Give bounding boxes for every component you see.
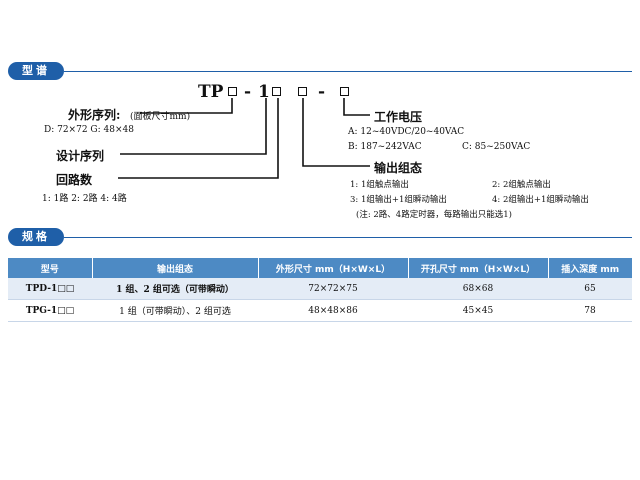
model-digit: 1 <box>258 82 270 102</box>
model-prefix: TP <box>198 82 224 102</box>
section-divider <box>64 71 632 72</box>
placeholder-box-voltage <box>340 87 349 96</box>
table-cell: TPG-1□□ <box>8 299 92 322</box>
voltage-option-b: B: 187~242VAC <box>348 142 422 152</box>
output-label: 输出组态 <box>374 161 423 175</box>
voltage-option-c: C: 85~250VAC <box>462 142 531 152</box>
table-cell: 78 <box>548 299 632 322</box>
table-cell: 68×68 <box>408 278 548 300</box>
table-cell: 1 组、2 组可选（可带瞬动） <box>92 278 258 300</box>
column-header: 型号 <box>8 258 93 278</box>
shape-size-values: D: 72×72 G: 48×48 <box>44 125 134 135</box>
table-cell: 72×72×75 <box>258 278 408 300</box>
table-header-row: 型号 输出组态 外形尺寸 mm（H×W×L） 开孔尺寸 mm（H×W×L） 插入… <box>8 258 632 278</box>
connector-lines <box>118 98 370 179</box>
output-note: (注: 2路、4路定时器，每路输出只能选1) <box>356 210 512 220</box>
voltage-option-a: A: 12~40VDC/20~40VAC <box>348 127 465 137</box>
voltage-label: 工作电压 <box>374 110 423 124</box>
column-header: 开孔尺寸 mm（H×W×L） <box>408 258 549 278</box>
placeholder-box-size <box>228 87 237 96</box>
design-series-label: 设计序列 <box>56 149 105 163</box>
column-header: 外形尺寸 mm（H×W×L） <box>258 258 409 278</box>
section-divider <box>64 237 632 238</box>
output-option-2: 2: 2组触点输出 <box>492 180 551 190</box>
output-option-4: 4: 2组输出+1组瞬动输出 <box>492 195 589 205</box>
table-cell: 65 <box>548 278 632 300</box>
table-cell: TPD-1□□ <box>8 278 92 300</box>
shape-size-label: 外形序列: <box>68 108 121 122</box>
circuit-count-label: 回路数 <box>56 173 93 187</box>
output-option-3: 3: 1组输出+1组瞬动输出 <box>350 195 447 205</box>
section-title-spec: 规格 <box>8 228 64 246</box>
column-header: 插入深度 mm <box>548 258 632 278</box>
model-dash: - <box>318 82 326 102</box>
circuit-count-values: 1: 1路 2: 2路 4: 4路 <box>42 194 127 204</box>
section-title-model: 型谱 <box>8 62 64 80</box>
spec-table: 型号 输出组态 外形尺寸 mm（H×W×L） 开孔尺寸 mm（H×W×L） 插入… <box>8 258 632 322</box>
table-row: TPG-1□□ 1 组（可带瞬动）、2 组可选 48×48×86 45×45 7… <box>8 299 632 322</box>
table-cell: 1 组（可带瞬动）、2 组可选 <box>92 299 258 322</box>
shape-size-note: (面板尺寸mm) <box>130 112 191 122</box>
placeholder-box-output <box>298 87 307 96</box>
table-cell: 48×48×86 <box>258 299 408 322</box>
table-row: TPD-1□□ 1 组、2 组可选（可带瞬动） 72×72×75 68×68 6… <box>8 278 632 300</box>
table-cell: 45×45 <box>408 299 548 322</box>
column-header: 输出组态 <box>92 258 259 278</box>
model-dash: - <box>244 82 252 102</box>
output-option-1: 1: 1组触点输出 <box>350 180 409 190</box>
placeholder-box-circuits <box>272 87 281 96</box>
